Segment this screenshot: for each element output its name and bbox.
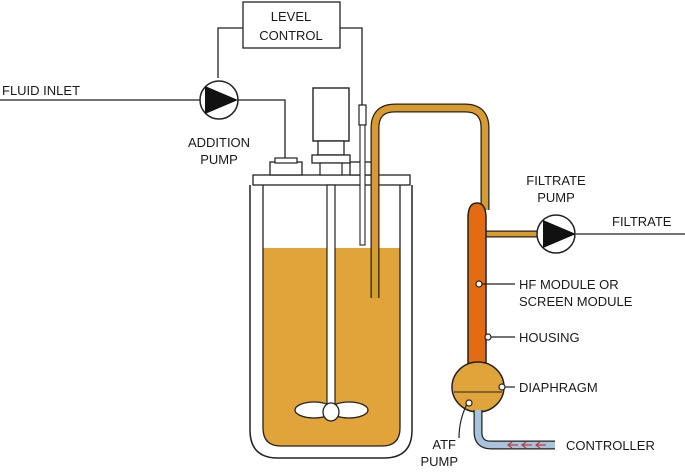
level-control-label-line2: CONTROL bbox=[259, 28, 323, 43]
level-control-wiring bbox=[217, 27, 363, 105]
atf-pump-label-line1: ATF bbox=[432, 437, 456, 452]
controller-label: CONTROLLER bbox=[566, 438, 655, 453]
addition-pump-label-line2: PUMP bbox=[200, 152, 238, 167]
impeller bbox=[294, 401, 369, 422]
level-control-label-line1: LEVEL bbox=[271, 9, 311, 24]
fluid-inlet-line bbox=[0, 99, 286, 162]
addition-pump bbox=[199, 80, 239, 120]
filtrate-pump-label-line2: PUMP bbox=[537, 190, 575, 205]
atf-pump-label-line2: PUMP bbox=[420, 454, 458, 469]
callouts bbox=[458, 280, 515, 439]
diaphragm-label: DIAPHRAGM bbox=[519, 380, 598, 395]
atf-tubing bbox=[370, 103, 490, 298]
atf-diaphragm-pump bbox=[451, 361, 505, 413]
level-control-box: LEVEL CONTROL bbox=[242, 1, 341, 49]
agitator-motor bbox=[311, 87, 351, 176]
fluid-inlet-label: FLUID INLET bbox=[2, 83, 80, 98]
hf-module-label-line2: SCREEN MODULE bbox=[519, 294, 633, 309]
level-probe bbox=[358, 104, 367, 246]
filtrate-pump-label-line1: FILTRATE bbox=[526, 173, 586, 188]
filtrate-pump bbox=[536, 214, 576, 254]
housing-label: HOUSING bbox=[519, 330, 580, 345]
controller-line bbox=[473, 410, 555, 450]
addition-pump-label-line1: ADDITION bbox=[188, 135, 250, 150]
agitator-shaft bbox=[326, 184, 336, 406]
flow-arrows bbox=[507, 441, 546, 449]
hf-module-label-line1: HF MODULE OR bbox=[519, 277, 619, 292]
filtrate-label: FILTRATE bbox=[612, 214, 672, 229]
